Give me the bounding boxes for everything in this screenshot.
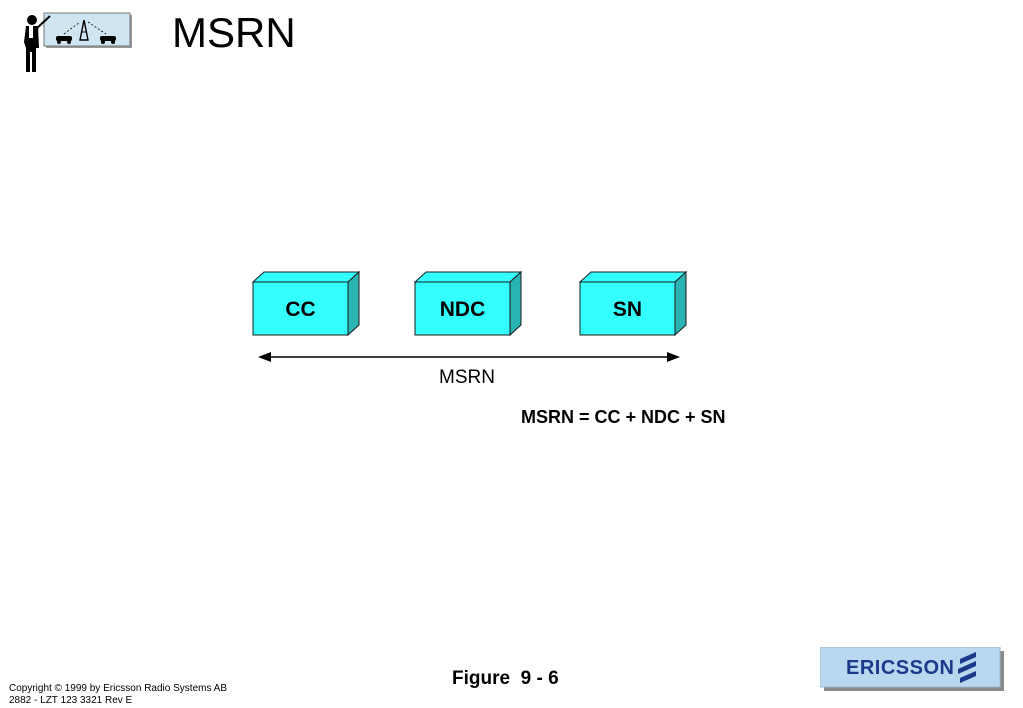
sn-box [578, 270, 688, 337]
msrn-span-label: MSRN [439, 367, 495, 388]
cc-box [251, 270, 361, 337]
ericsson-mark-icon [958, 652, 976, 683]
slide-title: MSRN [172, 9, 296, 56]
sn-box-label: SN [612, 298, 643, 321]
ericsson-logo: ERICSSON [820, 647, 1004, 691]
logo-text: ERICSSON [846, 657, 954, 679]
msrn-formula: MSRN = CC + NDC + SN [521, 407, 726, 427]
cc-box-label: CC [285, 298, 316, 321]
document-reference: 2882 - LZT 123 3321 Rev E [9, 695, 133, 706]
presenter-icon [24, 12, 132, 72]
ndc-box-label: NDC [439, 298, 486, 321]
ndc-box [413, 270, 523, 337]
copyright-line: Copyright © 1999 by Ericsson Radio Syste… [9, 683, 228, 694]
copyright-notice: Copyright © 1999 by Ericsson Radio Syste… [9, 683, 227, 707]
msrn-span-arrow [258, 352, 680, 362]
figure-caption: Figure 9 - 6 [452, 668, 559, 689]
